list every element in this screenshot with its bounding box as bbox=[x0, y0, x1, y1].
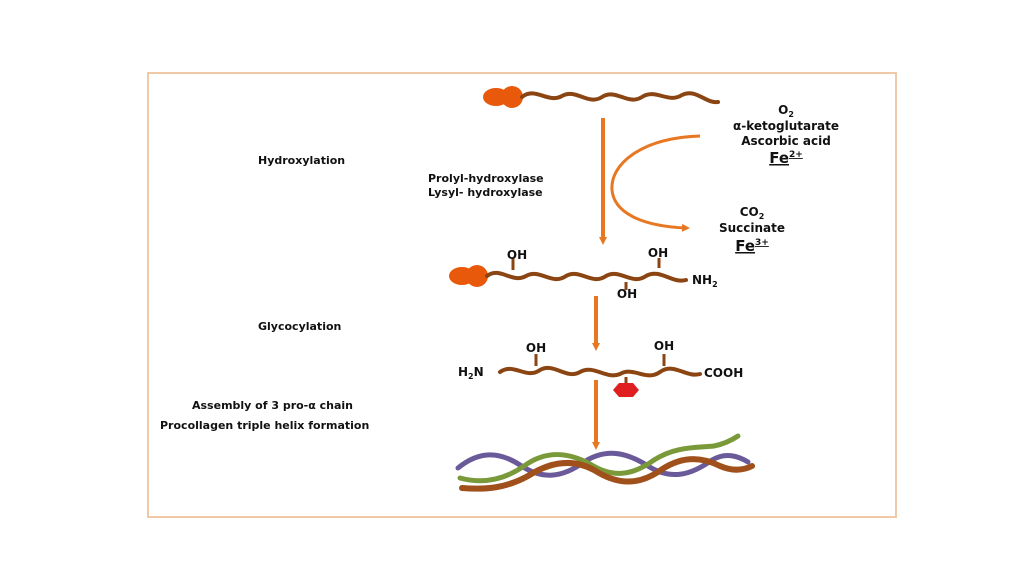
helix-strand-brown bbox=[459, 456, 755, 492]
o2-label: O2 bbox=[778, 103, 794, 119]
procollagen-chain-3 bbox=[498, 354, 702, 397]
reaction-inputs: O2 α-ketoglutarate Ascorbic acid Fe2+ bbox=[733, 103, 839, 167]
nh2-label: NH2 bbox=[692, 273, 718, 289]
ascorbic-acid-label: Ascorbic acid bbox=[741, 134, 831, 148]
globular-domain bbox=[466, 265, 488, 287]
peptide-chain bbox=[520, 91, 720, 105]
glycocylation-label: Glycocylation bbox=[258, 320, 341, 333]
prolyl-hydroxylase-label: Prolyl-hydroxylase bbox=[428, 172, 544, 185]
helix-strand-green bbox=[457, 433, 741, 484]
hydroxylation-label: Hydroxylation bbox=[258, 154, 345, 167]
h2n-label: H2N bbox=[458, 365, 484, 381]
oh-label: OH bbox=[648, 246, 668, 260]
procollagen-chain-1 bbox=[483, 86, 720, 108]
cooh-label: COOH bbox=[704, 366, 743, 380]
oh-label: OH bbox=[526, 341, 546, 355]
fe3-label: Fe3+ bbox=[735, 237, 769, 255]
oh-label: OH bbox=[654, 339, 674, 353]
peptide-chain bbox=[498, 366, 702, 378]
succinate-label: Succinate bbox=[719, 221, 785, 235]
assembly-label: Assembly of 3 pro-α chain bbox=[192, 399, 353, 412]
co2-label: CO2 bbox=[740, 205, 765, 221]
fe2-label: Fe2+ bbox=[769, 149, 803, 167]
ketoglutarate-label: α-ketoglutarate bbox=[733, 119, 839, 133]
peptide-chain bbox=[485, 270, 688, 283]
procollagen-label: Procollagen triple helix formation bbox=[160, 419, 369, 432]
cofactor-curved-arrow bbox=[610, 134, 701, 232]
procollagen-chain-2 bbox=[449, 258, 688, 290]
diagram-frame bbox=[147, 72, 897, 518]
sugar-hexagon bbox=[613, 383, 639, 397]
triple-helix bbox=[455, 433, 755, 492]
oh-label: OH bbox=[507, 248, 527, 262]
oh-label: OH bbox=[617, 287, 637, 301]
globular-domain bbox=[501, 86, 523, 108]
lysyl-hydroxylase-label: Lysyl- hydroxylase bbox=[428, 186, 543, 199]
reaction-outputs: CO2 Succinate Fe3+ bbox=[719, 205, 785, 255]
